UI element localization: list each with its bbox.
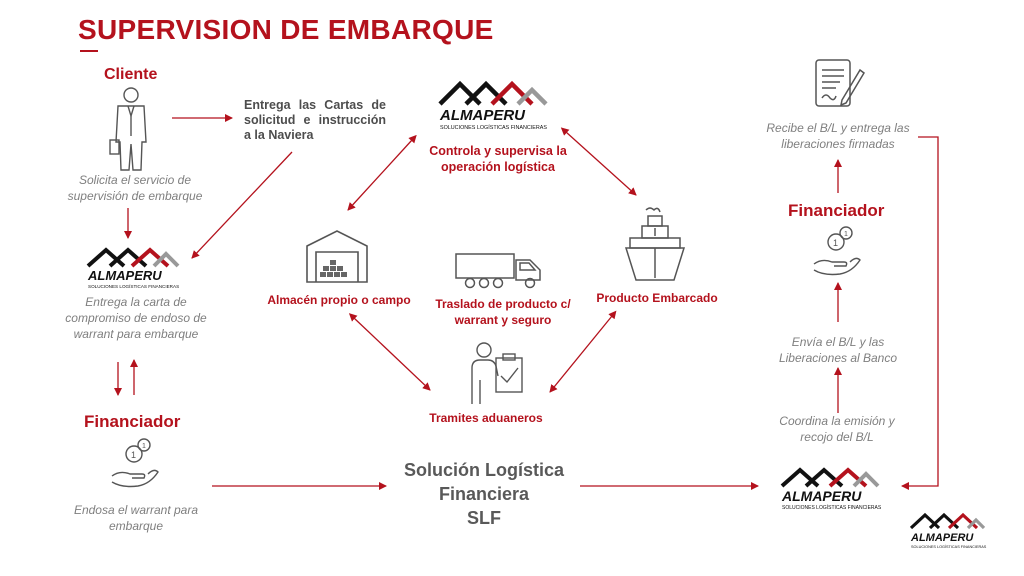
financiador-right-heading: Financiador xyxy=(788,201,885,220)
tramites-label: Tramites aduaneros xyxy=(429,411,543,425)
svg-text:SOLUCIONES LOGÍSTICAS FINANCIE: SOLUCIONES LOGÍSTICAS FINANCIERAS xyxy=(911,545,987,549)
logo-wordmark: ALMAPERU xyxy=(87,268,162,283)
svg-text:ALMAPERU: ALMAPERU xyxy=(439,107,526,124)
traslado-label: Traslado de producto c/ warrant y seguro xyxy=(435,297,571,327)
clipboard-person-icon xyxy=(466,340,526,406)
coordina-description: Coordina la emisión y recojo del B/L xyxy=(779,414,895,444)
arrow-right-bracket xyxy=(901,136,939,490)
svg-text:1: 1 xyxy=(131,450,136,460)
cliente-heading: Cliente xyxy=(104,66,158,83)
page-title: SUPERVISION DE EMBARQUE xyxy=(78,14,494,45)
financiador-left-heading: Financiador xyxy=(84,412,181,431)
svg-text:ALMAPERU: ALMAPERU xyxy=(910,532,974,544)
slf-line-1: Solución Logística xyxy=(403,460,564,480)
ship-icon xyxy=(622,204,688,284)
almacen-label: Almacén propio o campo xyxy=(267,293,411,307)
control-text: Controla y supervisa la operación logíst… xyxy=(429,144,567,174)
almaperu-logo-left: ALMAPERU SOLUCIONES LOGÍSTICAS FINANCIER… xyxy=(84,244,184,292)
arrow-producto-tramites xyxy=(549,310,617,393)
signed-document-icon xyxy=(812,56,866,112)
instruction-note: Entrega las Cartas de solicitud e instru… xyxy=(244,98,386,142)
arrow-note-to-almaperu xyxy=(191,151,293,259)
title-underline xyxy=(80,50,98,52)
arrow-logo-almacen xyxy=(347,134,417,211)
cliente-description: Solicita el servicio de supervisión de e… xyxy=(67,173,203,203)
coin-hand-icon-left: 1 1 xyxy=(108,436,162,490)
arrow-logo-producto xyxy=(560,127,637,196)
svg-text:SOLUCIONES LOGÍSTICAS FINANCIE: SOLUCIONES LOGÍSTICAS FINANCIERAS xyxy=(440,124,547,131)
coin-hand-icon-right: 1 1 xyxy=(810,224,864,278)
svg-text:1: 1 xyxy=(142,443,146,450)
businessman-icon xyxy=(108,86,154,172)
recibe-description: Recibe el B/L y entrega las liberaciones… xyxy=(766,121,910,151)
logo-tagline: SOLUCIONES LOGÍSTICAS FINANCIERAS xyxy=(88,283,179,289)
producto-label: Producto Embarcado xyxy=(596,291,718,305)
financiador-left-description: Endosa el warrant para embarque xyxy=(73,503,199,533)
almaperu-logo-center: ALMAPERU SOLUCIONES LOGÍSTICAS FINANCIER… xyxy=(436,78,556,132)
slf-line-2: Financiera xyxy=(438,484,530,504)
svg-text:1: 1 xyxy=(833,238,838,248)
almaperu-logo-right: ALMAPERU SOLUCIONES LOGÍSTICAS FINANCIER… xyxy=(778,464,888,512)
slf-line-3: SLF xyxy=(467,508,501,528)
svg-text:1: 1 xyxy=(844,231,848,238)
almaperu-logo-corner: ALMAPERU SOLUCIONES LOGÍSTICAS FINANCIER… xyxy=(908,510,988,552)
truck-icon xyxy=(454,250,544,290)
svg-text:ALMAPERU: ALMAPERU xyxy=(781,488,862,504)
envia-description: Envía el B/L y las Liberaciones al Banco xyxy=(778,335,898,365)
almaperu-description: Entrega la carta de compromiso de endoso… xyxy=(65,295,207,341)
svg-text:SOLUCIONES LOGÍSTICAS FINANCIE: SOLUCIONES LOGÍSTICAS FINANCIERAS xyxy=(782,504,882,511)
arrow-almacen-tramites xyxy=(348,313,431,391)
slf-block: Solución Logística Financiera SLF xyxy=(384,458,584,530)
warehouse-icon xyxy=(304,228,370,284)
